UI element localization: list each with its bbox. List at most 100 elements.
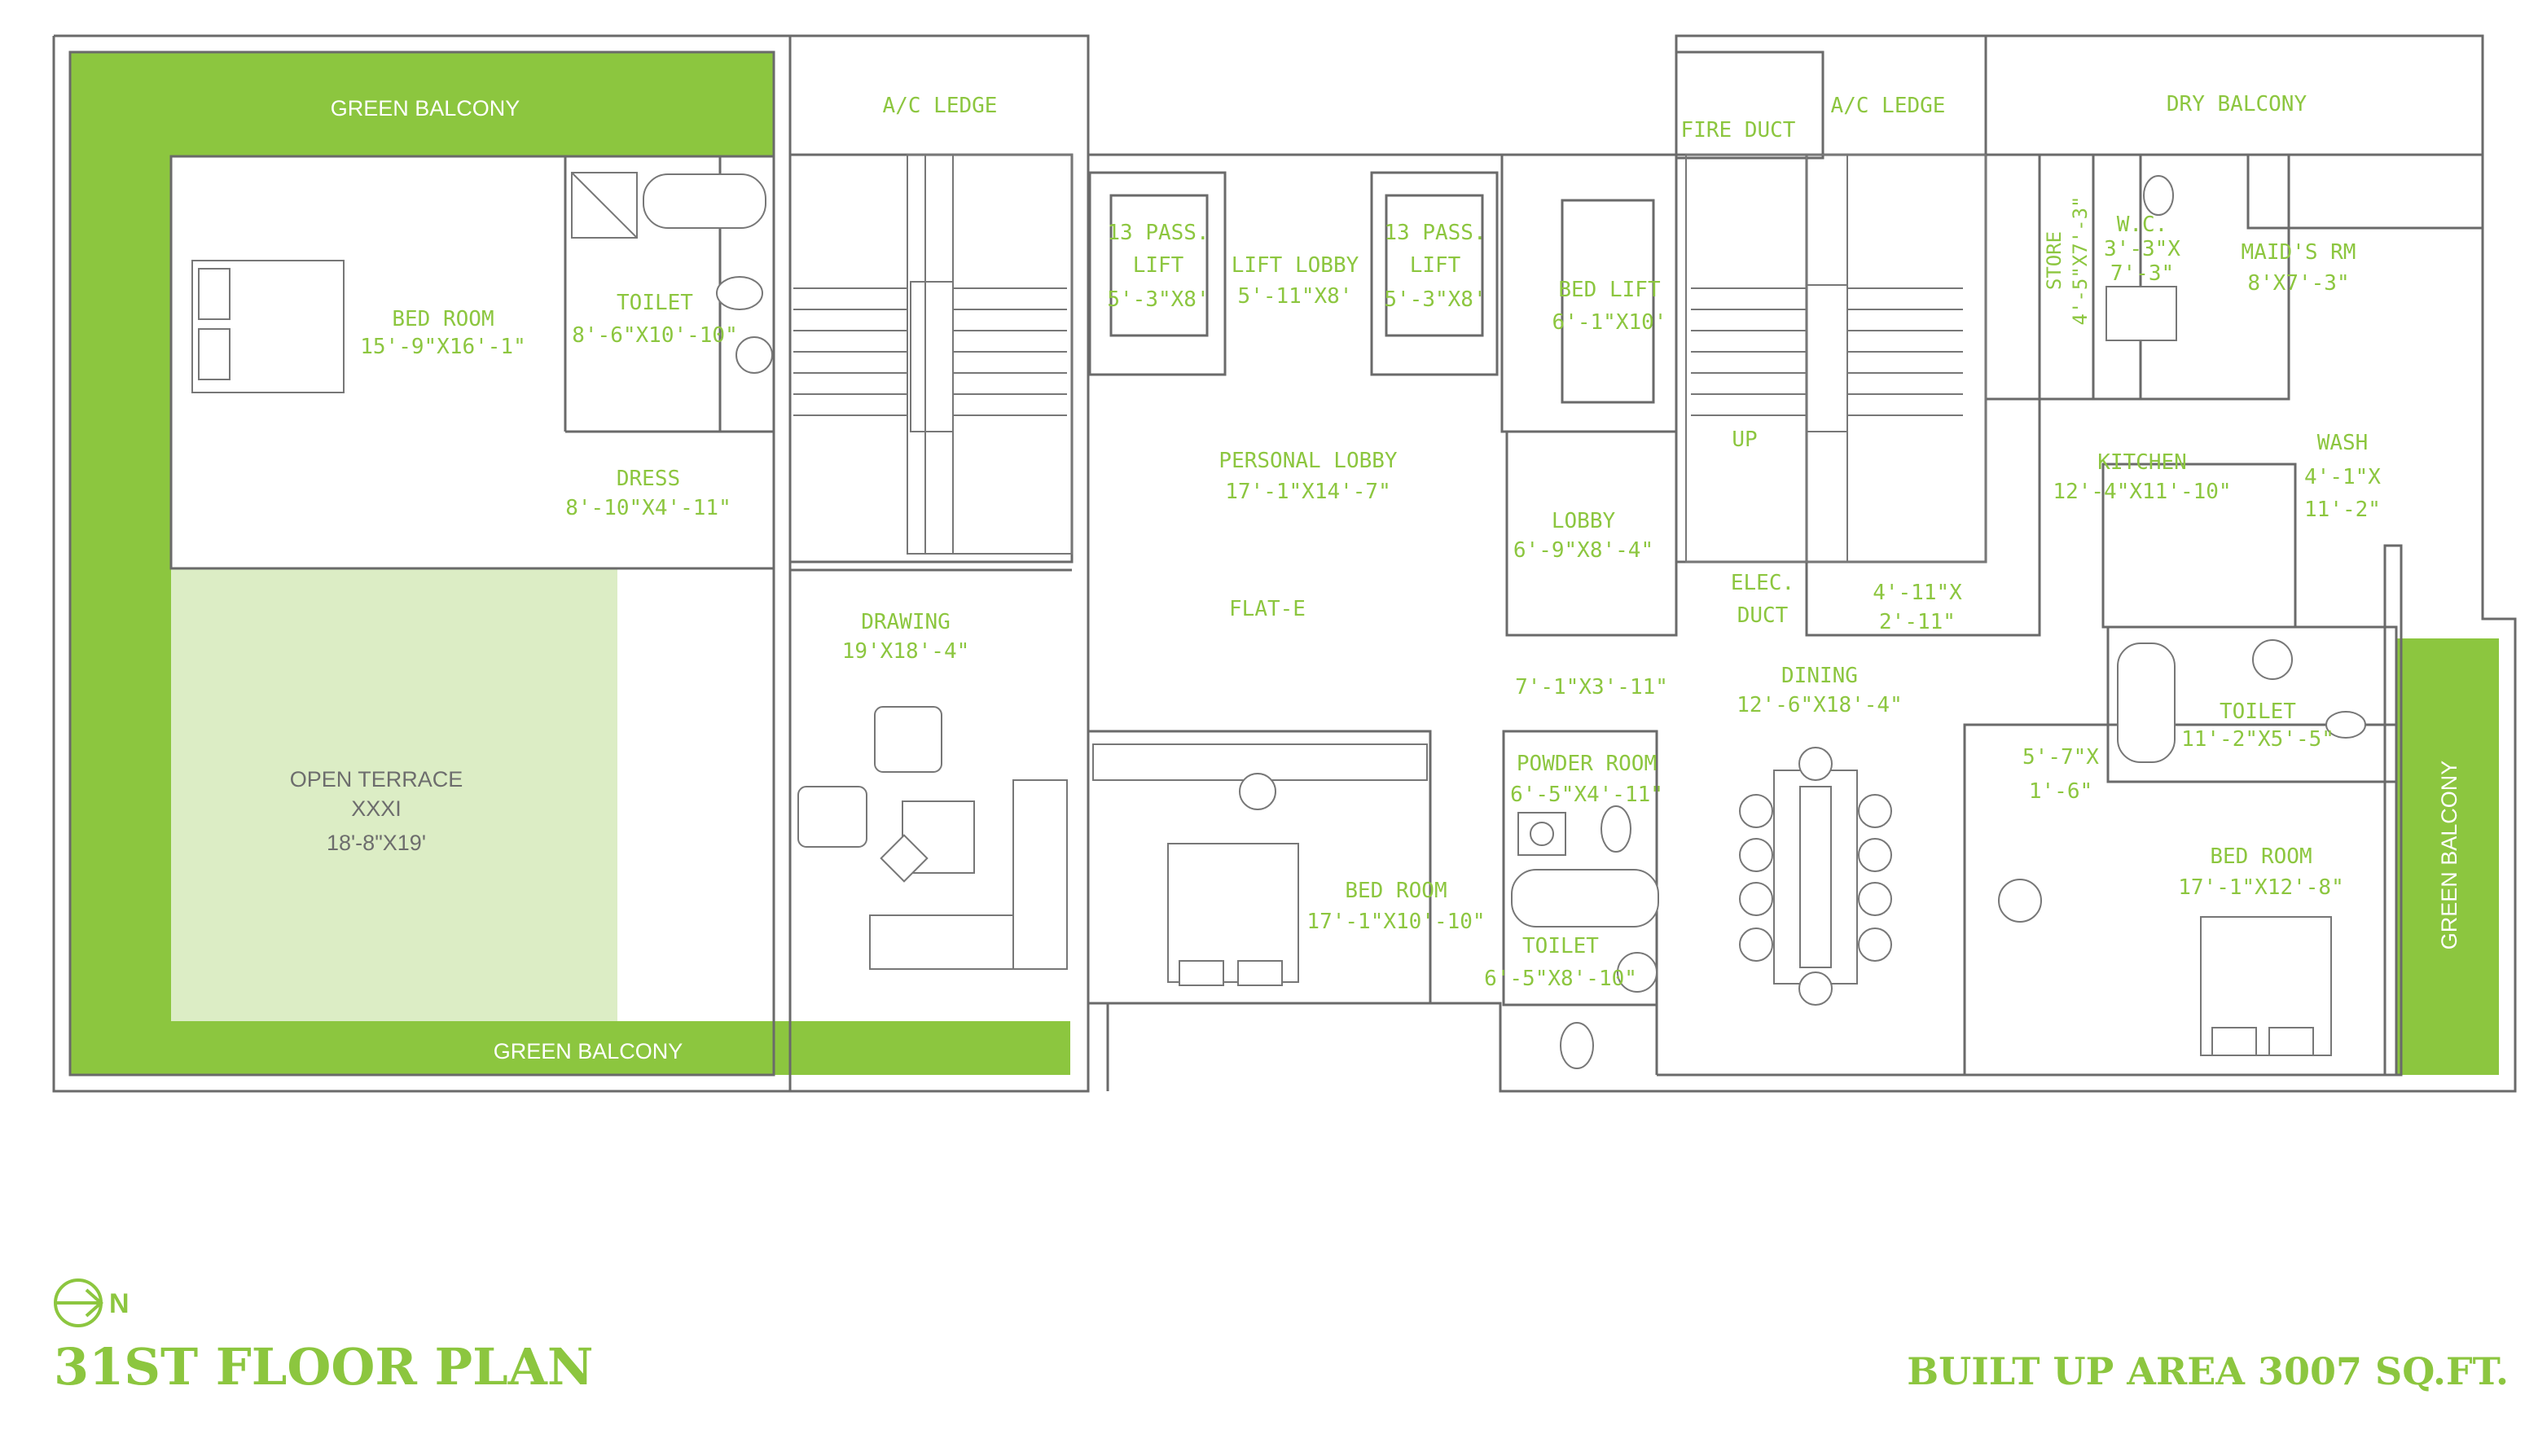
svg-text:17'-1"X14'-7": 17'-1"X14'-7" (1225, 480, 1391, 504)
bathtub-icon (2117, 642, 2176, 763)
label-flat: FLAT-E (1229, 597, 1306, 621)
svg-text:12'-6"X18'-4": 12'-6"X18'-4" (1737, 693, 1903, 717)
staircase-left (793, 154, 1073, 555)
label-dress: DRESS (617, 467, 680, 491)
wash-basin-icon (735, 336, 773, 374)
dining-table-icon (1773, 770, 1858, 985)
label-elec-duct: ELEC. (1731, 571, 1794, 595)
lift-car-2 (1385, 194, 1484, 337)
svg-text:LIFT: LIFT (1133, 253, 1184, 278)
svg-text:3'-3"X: 3'-3"X (2104, 237, 2180, 261)
side-table-icon (880, 834, 929, 883)
svg-text:18'-8"X19': 18'-8"X19' (327, 831, 426, 855)
green-balcony-right-fill (2396, 638, 2499, 1075)
label-wc: W.C. (2117, 213, 2168, 237)
svg-text:1'-6": 1'-6" (2029, 779, 2092, 804)
label-kitchen: KITCHEN (2097, 450, 2187, 475)
toilet-bowl-icon (2143, 175, 2174, 216)
outer-walls (52, 34, 2517, 1093)
svg-text:11'-2": 11'-2" (2304, 498, 2381, 522)
label-maids-room: MAID'S RM (2242, 240, 2356, 265)
svg-text:17'-1"X10'-10": 17'-1"X10'-10" (1306, 910, 1485, 934)
bed-lift-car (1561, 199, 1655, 404)
plan-title: 31ST FLOOR PLAN (54, 1337, 594, 1397)
svg-text:LIFT: LIFT (1410, 253, 1461, 278)
label-green-balcony-bottom: GREEN BALCONY (494, 1039, 683, 1063)
svg-text:2'-11": 2'-11" (1879, 610, 1956, 634)
label-bed-room-1: BED ROOM (392, 307, 494, 331)
svg-text:11'-2"X5'-5": 11'-2"X5'-5" (2181, 727, 2334, 752)
label-lift-lobby: LIFT LOBBY (1232, 253, 1359, 278)
built-up-area: BUILT UP AREA 3007 SQ.FT. (1907, 1349, 2509, 1393)
north-arrow-icon (54, 1278, 104, 1327)
wash-basin-icon (2252, 639, 2293, 680)
label-dining: DINING (1781, 664, 1858, 688)
svg-text:5'-3"X8': 5'-3"X8' (1384, 287, 1486, 312)
svg-text:19'X18'-4": 19'X18'-4" (842, 639, 970, 664)
toilet-bowl-icon (1601, 805, 1631, 853)
label-fire-duct: FIRE DUCT (1681, 118, 1796, 143)
green-balcony-bottom-fill (70, 1021, 1070, 1075)
label-lift-2: 13 PASS. (1384, 221, 1486, 245)
label-green-balcony-right: GREEN BALCONY (2437, 761, 2461, 950)
svg-text:4'-5"X7'-3": 4'-5"X7'-3" (2069, 196, 2092, 326)
sofa-icon (1012, 779, 1068, 970)
svg-text:XXXI: XXXI (351, 796, 402, 821)
label-passage: 7'-1"X3'-11" (1515, 675, 1668, 699)
bathtub-icon (643, 173, 766, 229)
svg-text:DUCT: DUCT (1737, 603, 1789, 628)
label-niche: 5'-7"X (2022, 745, 2099, 770)
label-lift-1: 13 PASS. (1107, 221, 1209, 245)
green-balcony-top-fill (70, 52, 774, 156)
label-wash: WASH (2317, 431, 2369, 455)
bed-icon (1167, 843, 1299, 983)
svg-text:6'-5"X8'-10": 6'-5"X8'-10" (1484, 967, 1637, 991)
svg-text:7'-3": 7'-3" (2110, 261, 2174, 286)
label-open-terrace: OPEN TERRACE (290, 767, 463, 792)
compass-letter: N (109, 1288, 130, 1319)
label-shaft: 4'-11"X (1873, 581, 1962, 605)
svg-text:12'-4"X11'-10": 12'-4"X11'-10" (2053, 480, 2231, 504)
green-balcony-left-fill (70, 52, 171, 1075)
shower-icon (2105, 286, 2177, 341)
label-store: STORE (2043, 231, 2066, 290)
label-dry-balcony: DRY BALCONY (2167, 92, 2307, 116)
label-toilet-1: TOILET (617, 291, 693, 315)
toilet-bowl-icon (1560, 1022, 1594, 1069)
label-ac-ledge-right: A/C LEDGE (1831, 94, 1946, 118)
label-ac-ledge-left: A/C LEDGE (883, 94, 998, 118)
armchair-icon (874, 706, 942, 773)
svg-text:4'-1"X: 4'-1"X (2304, 465, 2381, 489)
svg-text:5'-3"X8': 5'-3"X8' (1107, 287, 1209, 312)
toilet-bowl-icon (716, 276, 763, 310)
svg-text:6'-9"X8'-4": 6'-9"X8'-4" (1513, 538, 1653, 563)
toilet-bowl-icon (2325, 711, 2366, 739)
stool-icon (1998, 879, 2042, 923)
armchair-icon (797, 786, 867, 848)
bathtub-icon (1511, 869, 1659, 928)
svg-text:8'-10"X4'-11": 8'-10"X4'-11" (565, 496, 731, 520)
label-bed-room-3: BED ROOM (2210, 844, 2312, 869)
label-toilet-3: TOILET (2220, 699, 2296, 724)
label-powder-room: POWDER ROOM (1517, 752, 1657, 776)
label-up: UP (1732, 428, 1757, 452)
staircase-right (1685, 154, 1987, 563)
open-terrace-fill (171, 568, 617, 1021)
wash-basin-icon (1530, 822, 1554, 846)
label-toilet-2: TOILET (1522, 934, 1599, 958)
svg-text:17'-1"X12'-8": 17'-1"X12'-8" (2178, 875, 2344, 900)
label-green-balcony-top: GREEN BALCONY (331, 96, 520, 121)
svg-text:6'-1"X10': 6'-1"X10' (1552, 310, 1667, 335)
chair-icon (1798, 747, 1833, 781)
room-labels: GREEN BALCONY GREEN BALCONY GREEN BALCON… (290, 92, 2461, 1063)
svg-text:15'-9"X16'-1": 15'-9"X16'-1" (360, 335, 526, 359)
label-personal-lobby: PERSONAL LOBBY (1219, 449, 1397, 473)
svg-text:6'-5"X4'-11": 6'-5"X4'-11" (1510, 783, 1663, 807)
label-drawing: DRAWING (861, 610, 951, 634)
svg-text:5'-11"X8': 5'-11"X8' (1238, 284, 1353, 309)
wash-basin-icon (1617, 952, 1658, 993)
svg-text:8'X7'-3": 8'X7'-3" (2247, 271, 2349, 296)
svg-text:8'-6"X10'-10": 8'-6"X10'-10" (572, 323, 738, 348)
chair-icon (1798, 971, 1833, 1006)
